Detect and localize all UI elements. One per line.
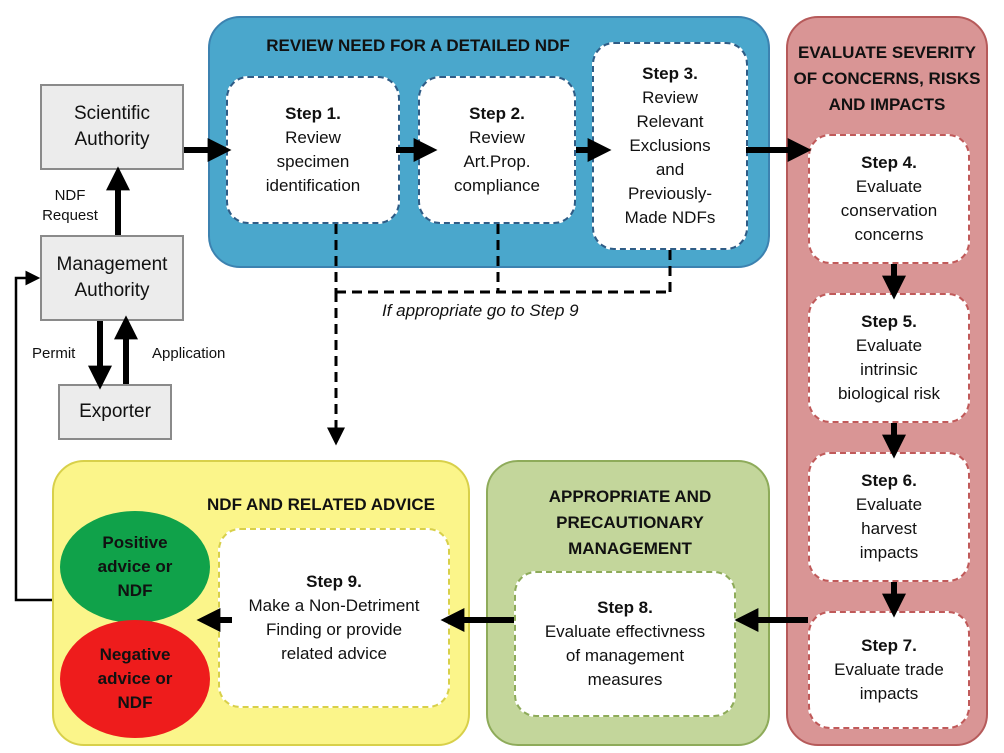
step-3-title: Step 3. [642,64,698,83]
review-panel-title: REVIEW NEED FOR A DETAILED NDF [266,36,570,55]
step-3-box: Step 3. Review Relevant Exclusions and P… [592,42,748,250]
step-1-box: Step 1. Review specimen identification [226,76,400,224]
exporter-box: Exporter [58,384,172,440]
management-authority-label: Management Authority [56,254,168,301]
skip-to-step-9-note: If appropriate go to Step 9 [382,301,579,320]
step-1-title: Step 1. [285,104,341,123]
step-5-text: Evaluate intrinsic biological risk [837,336,941,403]
step-4-text: Evaluate conservation concerns [840,177,938,244]
step-7-title: Step 7. [861,636,917,655]
management-authority-box: Management Authority [40,235,184,321]
ndf-request-label: NDF Request [42,187,98,224]
scientific-authority-label: Scientific Authority [73,103,151,150]
application-label: Application [152,345,226,362]
negative-advice-oval: Negative advice or NDF [60,620,210,738]
step-7-text: Evaluate trade impacts [834,660,944,703]
advice-panel-title: NDF AND RELATED ADVICE [207,495,435,514]
arrow-advice-to-ma [14,270,52,602]
management-panel-title: APPROPRIATE AND PRECAUTIONARY MANAGEMENT [548,487,712,558]
step-2-text: Review Art.Prop. compliance [454,128,540,195]
positive-advice-oval: Positive advice or NDF [60,511,210,623]
step-5-box: Step 5. Evaluate intrinsic biological ri… [808,293,970,423]
step-9-text: Make a Non-Detriment Finding or provide … [248,596,420,663]
step-4-box: Step 4. Evaluate conservation concerns [808,134,970,264]
permit-label: Permit [32,345,76,362]
step-9-title: Step 9. [306,572,362,591]
scientific-authority-box: Scientific Authority [40,84,184,170]
step-8-title: Step 8. [597,598,653,617]
step-6-text: Evaluate harvest impacts [855,495,923,562]
step-4-title: Step 4. [861,153,917,172]
step-5-title: Step 5. [861,312,917,331]
step-1-text: Review specimen identification [265,128,361,195]
step-3-text: Review Relevant Exclusions and Previousl… [624,88,716,227]
step-7-box: Step 7. Evaluate trade impacts [808,611,970,729]
step-8-box: Step 8. Evaluate effectivness of managem… [514,571,736,717]
step-6-title: Step 6. [861,471,917,490]
severity-panel-title: EVALUATE SEVERITY OF CONCERNS, RISKS AND… [793,43,981,114]
exporter-label: Exporter [79,401,151,422]
step-8-text: Evaluate effectivness of management meas… [544,622,706,689]
step-2-box: Step 2. Review Art.Prop. compliance [418,76,576,224]
step-6-box: Step 6. Evaluate harvest impacts [808,452,970,582]
step-2-title: Step 2. [469,104,525,123]
